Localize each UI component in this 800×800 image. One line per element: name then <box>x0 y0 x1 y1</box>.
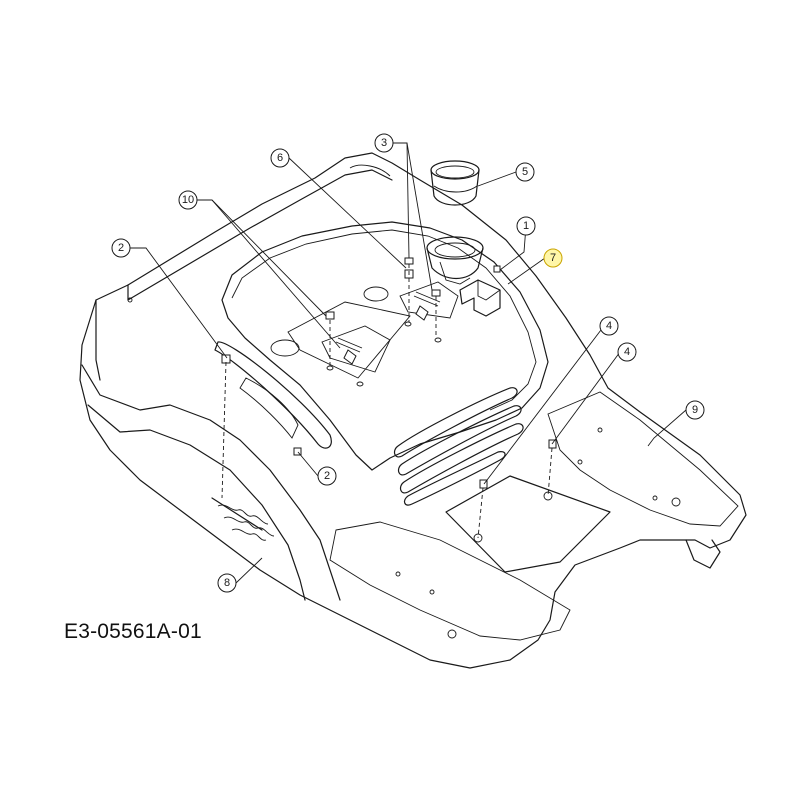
nut-3c <box>431 289 441 297</box>
part-7-bracket <box>459 279 501 317</box>
fender-body <box>79 152 747 669</box>
nut-3a <box>404 257 414 265</box>
callout-4-lower: 4 <box>617 342 637 362</box>
screw-1 <box>493 265 501 273</box>
callout-9: 9 <box>685 400 705 420</box>
svg-text:7: 7 <box>550 252 556 264</box>
drawing-number: E3-05561A-01 <box>64 620 202 643</box>
callout-3: 3 <box>374 133 394 153</box>
callout-8: 8 <box>217 573 237 593</box>
svg-text:10: 10 <box>182 194 194 206</box>
fastener-2b <box>293 447 302 456</box>
assembly-lines <box>221 264 553 539</box>
filler-neck <box>426 236 484 285</box>
svg-text:6: 6 <box>277 152 283 164</box>
part-5-sleeve <box>430 160 480 206</box>
svg-text:2: 2 <box>118 242 124 254</box>
svg-text:1: 1 <box>523 220 529 232</box>
callout-4-upper: 4 <box>599 316 619 336</box>
hardware <box>221 257 557 489</box>
nut-10 <box>325 311 335 320</box>
fastener-4a <box>479 479 488 489</box>
svg-text:8: 8 <box>224 577 230 589</box>
callout-2-top: 2 <box>111 238 131 258</box>
svg-text:5: 5 <box>522 166 528 178</box>
callout-5: 5 <box>515 162 535 182</box>
callout-7: 7 <box>543 248 563 268</box>
svg-text:2: 2 <box>324 470 330 482</box>
callout-1: 1 <box>516 216 536 236</box>
leader-lines <box>130 142 687 584</box>
svg-text:9: 9 <box>692 404 698 416</box>
svg-text:4: 4 <box>606 320 612 332</box>
callout-6: 6 <box>270 148 290 168</box>
svg-text:4: 4 <box>624 346 630 358</box>
svg-text:3: 3 <box>381 137 387 149</box>
callout-10: 10 <box>178 190 198 210</box>
callout-2-bottom: 2 <box>317 466 337 486</box>
